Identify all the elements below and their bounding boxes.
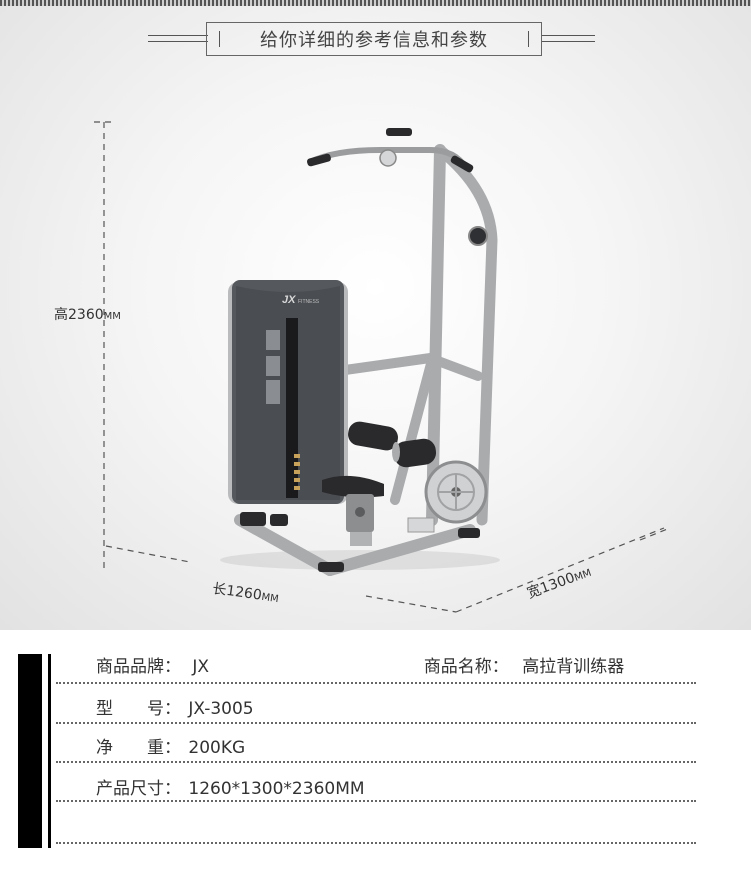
crossbar-tube — [340, 352, 483, 381]
product-name-label: 商品名称： — [423, 657, 509, 677]
base-left-tube — [234, 514, 336, 576]
weight-value: 200KG — [188, 738, 246, 758]
title-tick-right — [528, 31, 529, 47]
foot-right — [458, 528, 480, 538]
height-dim-label: 高2360MM — [54, 304, 121, 324]
row-divider-2 — [56, 722, 696, 724]
height-dim-unit: MM — [103, 311, 121, 322]
spec-row-weight: 净 重： 200KG — [96, 733, 245, 758]
pulldown-bar — [307, 128, 488, 246]
base-front-tube — [324, 524, 476, 576]
row-divider-1 — [56, 682, 696, 684]
model-label: 型 号： — [96, 699, 181, 719]
foot-left-2 — [270, 514, 288, 526]
height-dim-value: 2360 — [68, 307, 104, 323]
seat — [322, 475, 384, 546]
seat-support-tube — [390, 355, 437, 505]
placard-3 — [266, 380, 280, 404]
product-name-value: 高拉背训练器 — [522, 657, 625, 677]
brand-label: 商品品牌： — [96, 657, 181, 677]
stack-pin-marks — [294, 454, 300, 490]
brand-value: JX — [192, 657, 210, 677]
height-dim-prefix: 高 — [54, 307, 68, 323]
placard-2 — [266, 356, 280, 376]
spec-accent-line — [48, 654, 51, 848]
stack-logo: JX — [282, 294, 296, 306]
section-title-box: 给你详细的参考信息和参数 — [206, 22, 542, 56]
row-divider-5 — [56, 842, 696, 844]
title-tick-left — [219, 31, 220, 47]
row-divider-4 — [56, 800, 696, 802]
section-title: 给你详细的参考信息和参数 — [260, 30, 488, 51]
row-divider-3 — [56, 761, 696, 763]
pulley-wheel — [418, 446, 488, 524]
footplate — [407, 517, 435, 533]
product-hero — [0, 6, 751, 630]
placard-1 — [266, 330, 280, 350]
stack-slot — [286, 318, 298, 498]
title-line-right-1 — [541, 35, 595, 36]
length-dim-line — [105, 545, 191, 563]
size-label: 产品尺寸： — [96, 779, 181, 799]
title-line-left-1 — [148, 35, 208, 36]
upright-tube — [426, 144, 446, 526]
length-dim-line-2 — [365, 595, 457, 613]
weight-stack — [228, 280, 348, 526]
stack-logo-sub: FITNESS — [298, 299, 320, 305]
machine-illustration: JX FITNESS — [94, 121, 671, 613]
weight-label: 净 重： — [96, 738, 181, 758]
spec-row-size: 产品尺寸： 1260*1300*2360MM — [96, 774, 365, 799]
title-line-right-2 — [541, 41, 595, 42]
dimension-lines — [94, 121, 671, 613]
width-dim-end — [639, 527, 671, 541]
length-dim-value: 1260 — [225, 582, 263, 604]
spec-row-model: 型 号： JX-3005 — [96, 694, 254, 719]
top-border — [0, 0, 751, 6]
model-value: JX-3005 — [188, 699, 254, 719]
title-line-left-2 — [148, 41, 208, 42]
foot-front — [318, 562, 344, 572]
spec-row-brand: 商品品牌： JX 商品名称： 高拉背训练器 — [96, 652, 624, 677]
length-dim-unit: MM — [260, 591, 280, 606]
spec-table: 商品品牌： JX 商品名称： 高拉背训练器 型 号： JX-3005 净 重： … — [0, 630, 751, 888]
spec-accent-bar — [18, 654, 42, 848]
width-dim-line — [455, 527, 665, 613]
foot-left — [240, 512, 266, 526]
size-value: 1260*1300*2360MM — [188, 779, 365, 799]
